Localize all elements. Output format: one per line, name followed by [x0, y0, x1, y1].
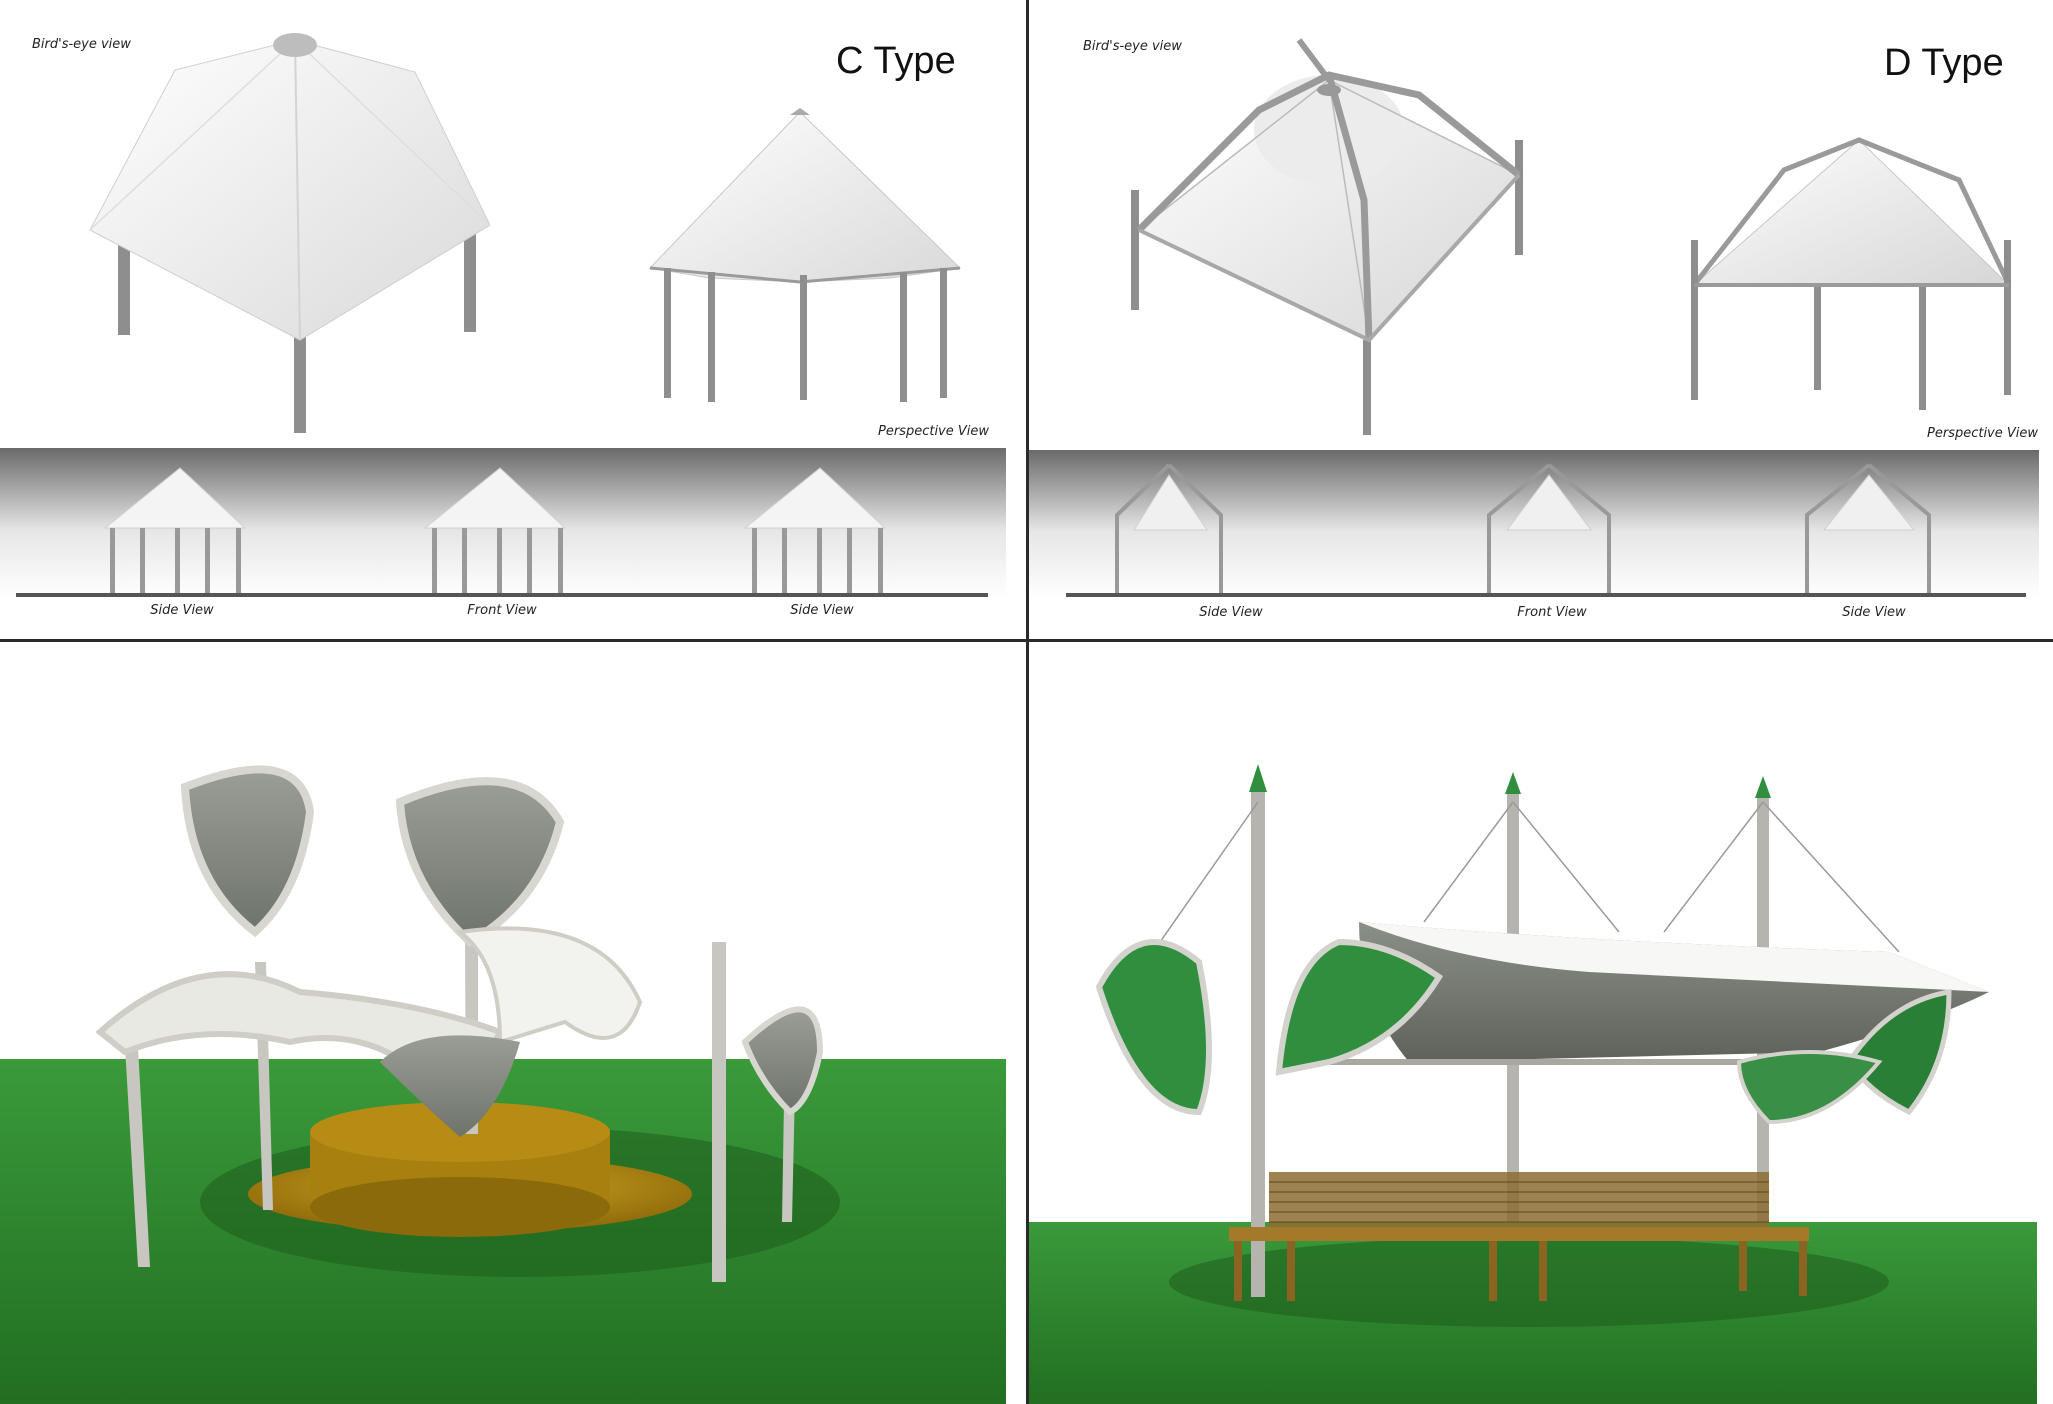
d-perspective-label: Perspective View: [1927, 426, 2039, 441]
d-birds-eye-tent: [1131, 38, 1523, 435]
c-birds-eye-tent: [89, 33, 491, 433]
vertical-divider: [1026, 0, 1029, 1404]
d-front-view-label: Front View: [1517, 605, 1587, 620]
horizontal-divider: [0, 639, 2053, 642]
d-elevation-front: [1487, 463, 1611, 593]
d-side-view-left-label: Side View: [1199, 605, 1263, 620]
roof-membrane: [1279, 922, 1989, 1065]
d-side-view-right-label: Side View: [1842, 605, 1906, 620]
c-front-view-label: Front View: [467, 603, 537, 618]
d-elevation-side-left: [1115, 463, 1223, 593]
d-elevation-side-right: [1805, 463, 1931, 593]
slatted-bench: [1229, 1172, 1809, 1301]
d-type-panel: Bird's-eye view D Type Perspective View …: [1029, 0, 2053, 639]
mast-canopy-render: [1029, 642, 2053, 1404]
round-bench: [248, 1102, 692, 1237]
petal-canopies: [95, 765, 824, 1137]
c-side-view-left-label: Side View: [150, 603, 214, 618]
d-type-drawings: [1029, 38, 2039, 598]
c-elevation-side-left: [103, 467, 247, 593]
d-perspective-tent: [1691, 137, 2012, 410]
c-type-title: C Type: [836, 40, 956, 82]
c-type-panel: Bird's-eye view C Type Perspective View …: [0, 0, 1026, 639]
d-birds-eye-label: Bird's-eye view: [1083, 39, 1182, 54]
mast-canopy-scene: [1029, 764, 2037, 1404]
green-wave-panels: [1095, 938, 1952, 1125]
c-elevation-front: [423, 467, 567, 593]
c-type-drawings: [0, 33, 1006, 598]
petal-canopy-scene: [0, 765, 1006, 1404]
c-side-view-right-label: Side View: [790, 603, 854, 618]
petal-canopy-render: [0, 642, 1026, 1404]
c-elevation-side-right: [743, 467, 887, 593]
c-perspective-tent: [648, 108, 962, 402]
c-birds-eye-label: Bird's-eye view: [32, 37, 131, 52]
d-type-title: D Type: [1884, 42, 2004, 84]
c-perspective-label: Perspective View: [878, 424, 990, 439]
